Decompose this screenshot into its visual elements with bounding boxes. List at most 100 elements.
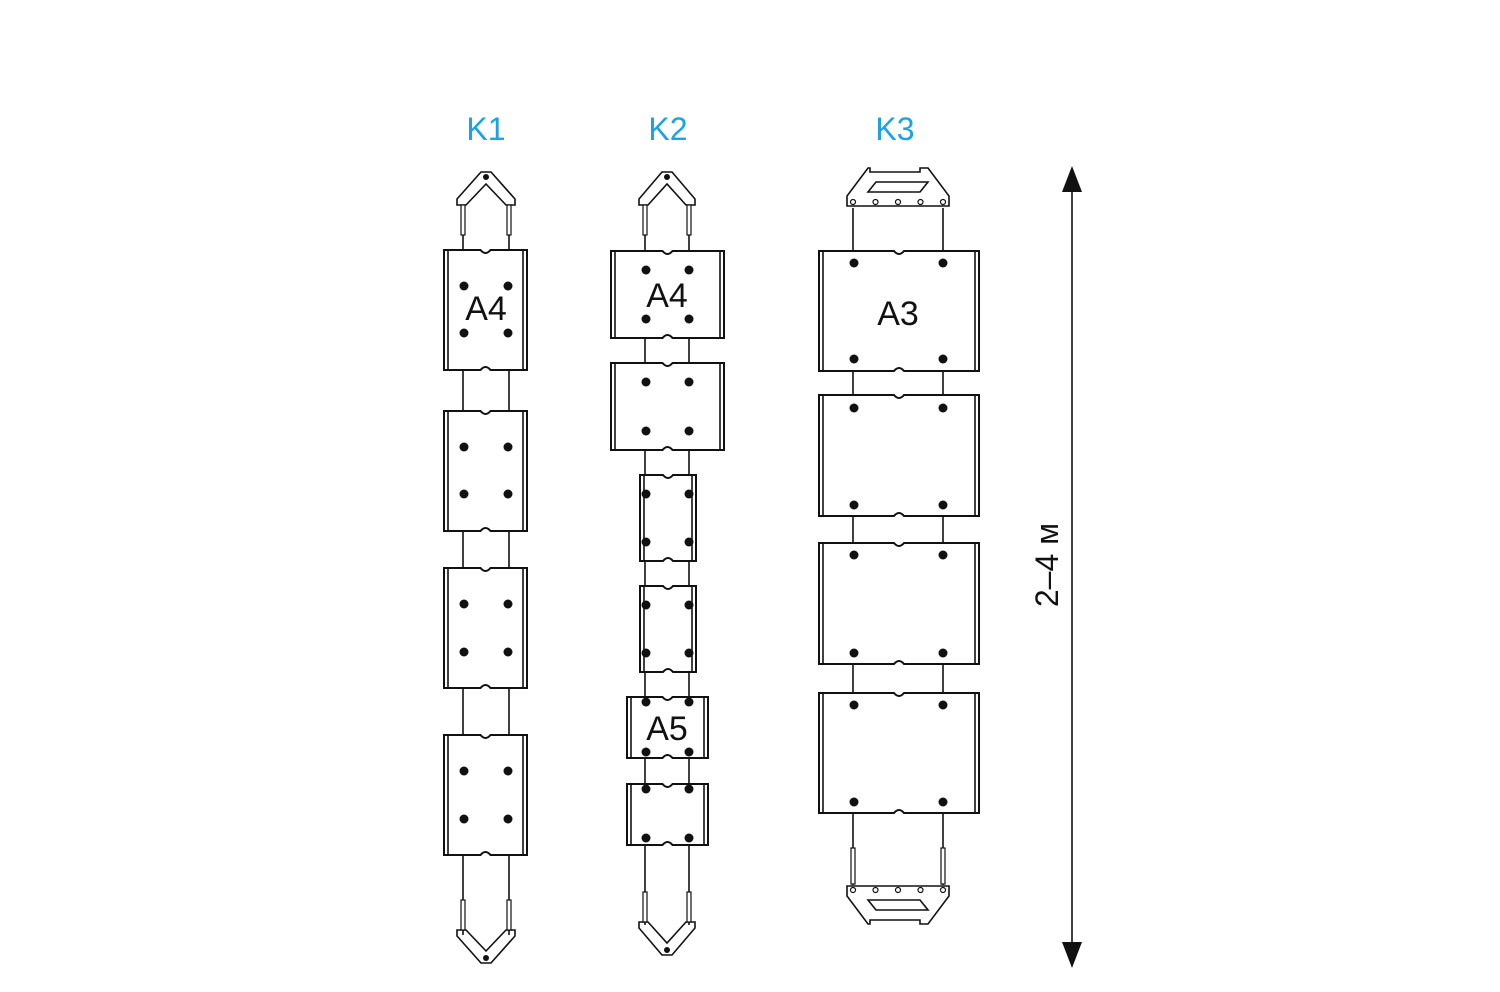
hanger-cutout [866,181,930,193]
wire-clamp [506,899,512,931]
mounting-dot [684,600,694,610]
mounting-dot [684,648,694,658]
mounting-dot [641,833,651,843]
hanger-hook [849,198,857,206]
mounting-dot [459,766,469,776]
hanger-hole [664,174,670,180]
panel-k2-1 [610,250,725,339]
panel-k3-1 [818,250,980,372]
mounting-dot [641,648,651,658]
mounting-dot [938,797,948,807]
panel-k3-3 [818,542,980,665]
wire-clamp [460,204,466,236]
panel-k1-4 [443,734,528,856]
hanger-hook [917,198,924,206]
column-label-k1: K1 [466,111,505,147]
top-hanger-k3 [846,167,950,207]
panel-k1-3 [443,567,528,689]
mounting-dot [503,647,513,657]
hanger-hook [872,886,879,894]
panel-k2-5 [626,696,709,759]
mounting-dot [641,377,651,387]
hanger-hook [894,198,902,206]
bottom-hanger-k3 [846,885,950,925]
hanger-hook [917,886,924,894]
mounting-dot [684,426,694,436]
mounting-dot [849,500,859,510]
mounting-dot [684,265,694,275]
mounting-dot [503,489,513,499]
mounting-dot [849,403,859,413]
arrow-up-icon [1062,166,1082,192]
hanger-hole [483,955,489,961]
mounting-dot [849,258,859,268]
wire-clamp [686,204,692,236]
panel-k1-1 [443,249,528,371]
hanger-hook [939,198,947,206]
mounting-dot [459,599,469,609]
mounting-dot [684,833,694,843]
panel-label-k3-a3: A3 [877,295,919,333]
mounting-dot [938,258,948,268]
wire-clamp [460,899,466,931]
column-label-k2: K2 [648,111,687,147]
mounting-dot [503,599,513,609]
panel-label-k2-a4: A4 [646,277,688,315]
mounting-dot [459,442,469,452]
panel-k3-2 [818,394,980,517]
wire-clamp [642,204,648,236]
top-hanger-k2 [638,171,696,206]
mounting-dot [641,697,651,707]
mounting-dot [938,648,948,658]
mounting-dot [684,537,694,547]
panel-k2-2 [610,362,725,451]
mounting-dot [938,403,948,413]
mounting-dot [938,354,948,364]
panel-k3-4 [818,692,980,814]
mounting-dot [641,784,651,794]
hanger-hook [872,198,879,206]
mounting-dot [849,354,859,364]
mounting-dot [459,647,469,657]
mounting-dot [849,550,859,560]
mounting-dot [684,377,694,387]
wire-clamp [940,847,946,885]
mounting-dot [459,489,469,499]
mounting-dot [641,537,651,547]
mounting-dot [684,697,694,707]
hanger-hole [664,947,670,953]
hanger-hook [849,886,857,894]
mounting-dot [503,281,513,291]
mounting-dot [459,281,469,291]
hanger-cutout [866,899,930,911]
mounting-dot [938,500,948,510]
mounting-dot [684,314,694,324]
wire-clamp [686,891,692,923]
mounting-dot [849,797,859,807]
mounting-dot [641,489,651,499]
mounting-dot [684,489,694,499]
mounting-dot [459,814,469,824]
panel-k2-3 [639,474,697,562]
bottom-hanger-k2 [638,921,696,956]
panel-k2-4 [639,585,697,673]
hanger-hook [939,886,947,894]
mounting-dot [849,648,859,658]
mounting-dot [503,766,513,776]
wire-clamp [642,891,648,923]
bottom-hanger-k1 [456,929,516,964]
mounting-dot [684,747,694,757]
hanger-hole [483,174,489,180]
mounting-dot [849,700,859,710]
mounting-dot [503,442,513,452]
mounting-dot [641,314,651,324]
panel-label-k2-a5: A5 [646,710,688,748]
top-hanger-k1 [456,171,516,206]
mounting-dot [503,814,513,824]
mounting-dot [938,700,948,710]
panel-k2-6 [626,783,709,846]
mounting-dot [503,328,513,338]
wire-clamp [506,204,512,236]
mounting-dot [641,426,651,436]
